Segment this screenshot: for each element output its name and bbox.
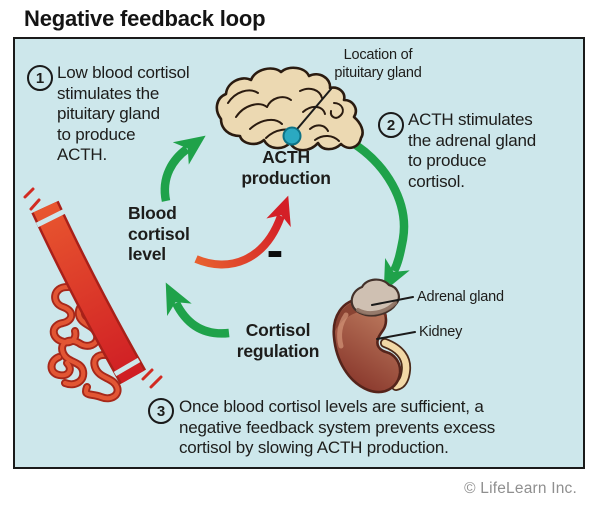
acth-production-label: ACTH production — [241, 147, 331, 188]
arrow-regulation-to-blood — [165, 282, 230, 338]
pituitary-pointer-line — [297, 88, 332, 129]
arrow-blood-cortisol-to-acth — [160, 135, 206, 202]
capillaries — [47, 247, 122, 403]
blood-cortisol-level-label: Blood cortisol level — [128, 203, 190, 264]
copyright-text: © LifeLearn Inc. — [464, 480, 577, 497]
blood-vessel-illustration — [23, 187, 163, 403]
kidney-label: Kidney — [419, 324, 463, 340]
step-1-badge: 1 — [27, 65, 53, 91]
diagram-panel: 1 Low blood cortisol stimulates the pitu… — [13, 37, 585, 469]
page-title: Negative feedback loop — [24, 6, 266, 31]
cortisol-regulation-label: Cortisol regulation — [236, 320, 320, 361]
step-2-badge: 2 — [378, 112, 404, 138]
arrow-acth-to-adrenal — [345, 136, 410, 292]
kidney-highlight — [337, 312, 349, 349]
arrow-negative-feedback — [194, 195, 291, 269]
adrenal-gland-label: Adrenal gland — [417, 289, 504, 305]
artery-cut-marks — [23, 187, 163, 389]
artery — [23, 187, 163, 389]
step-3-text: Once blood cortisol levels are sufficien… — [179, 397, 496, 457]
adrenal-gland-shape — [350, 278, 400, 317]
pituitary-location-label: Location of pituitary gland — [334, 47, 422, 81]
adrenal-pointer-line — [371, 296, 414, 306]
adrenal-shadow — [356, 301, 397, 316]
brain-illustration — [215, 66, 364, 152]
diagram-illustration-svg — [23, 66, 416, 403]
step-3-badge: 3 — [148, 398, 174, 424]
brain-gyri-lines — [227, 87, 344, 142]
step-2-text: ACTH stimulates the adrenal gland to pro… — [408, 110, 536, 191]
pituitary-dot — [282, 126, 302, 146]
minus-sign: - — [266, 222, 284, 278]
kidney-pointer-line — [376, 331, 416, 340]
ureter — [380, 338, 412, 391]
step-1-text: Low blood cortisol stimulates the pituit… — [57, 63, 190, 164]
kidney-illustration — [332, 278, 412, 394]
kidney-body — [332, 297, 402, 394]
